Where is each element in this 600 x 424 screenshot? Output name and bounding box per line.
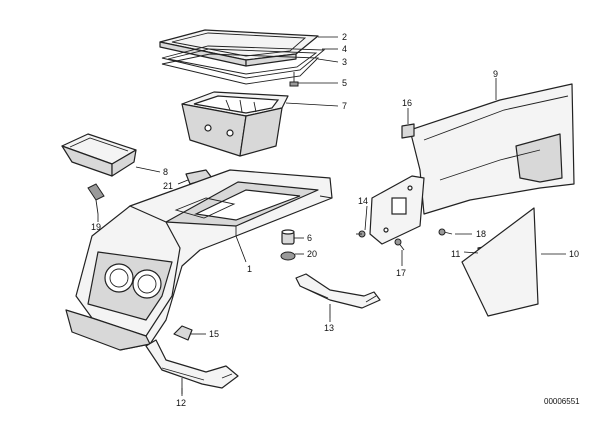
callout-9: 9 — [493, 69, 498, 79]
storage-lid — [159, 29, 319, 67]
clip-15 — [173, 325, 193, 341]
side-trim-panel — [409, 83, 575, 215]
center-console — [65, 169, 333, 351]
callout-2: 2 — [342, 32, 347, 42]
callout-19: 19 — [91, 222, 101, 232]
clip-16 — [401, 123, 415, 139]
document-number: 00006551 — [544, 397, 580, 406]
bracket-13 — [295, 273, 381, 318]
storage-tray — [181, 91, 289, 157]
callout-1: 1 — [247, 264, 252, 274]
ashtray-insert — [61, 133, 137, 177]
callout-11: 11 — [451, 249, 460, 259]
callout-13: 13 — [324, 323, 334, 333]
callout-16: 16 — [402, 98, 412, 108]
bulb-holder — [87, 183, 105, 215]
callout-12: 12 — [176, 398, 186, 408]
callout-3: 3 — [342, 57, 347, 67]
callout-21: 21 — [163, 181, 173, 191]
bracket-12 — [145, 339, 239, 394]
screw-5 — [289, 72, 299, 87]
screw-18 — [438, 228, 453, 236]
callout-7: 7 — [342, 101, 347, 111]
leader-lines — [97, 36, 566, 396]
callout-5: 5 — [342, 78, 347, 88]
callout-17: 17 — [396, 268, 406, 278]
lid-seal-frame — [161, 45, 326, 85]
callout-10: 10 — [569, 249, 579, 259]
callout-6: 6 — [307, 233, 312, 243]
screw-17 — [394, 238, 405, 251]
spacer-and-nut — [280, 229, 296, 261]
callout-8: 8 — [163, 167, 168, 177]
callout-4: 4 — [342, 44, 347, 54]
mounting-plate — [369, 175, 425, 245]
callout-14: 14 — [358, 196, 368, 206]
cover-panel — [461, 207, 539, 317]
callout-labels: 2 4 3 5 7 9 16 8 21 14 19 18 6 20 11 10 … — [91, 32, 579, 408]
callout-15: 15 — [209, 329, 219, 339]
callout-20: 20 — [307, 249, 317, 259]
callout-18: 18 — [476, 229, 486, 239]
screw-14 — [356, 230, 366, 238]
